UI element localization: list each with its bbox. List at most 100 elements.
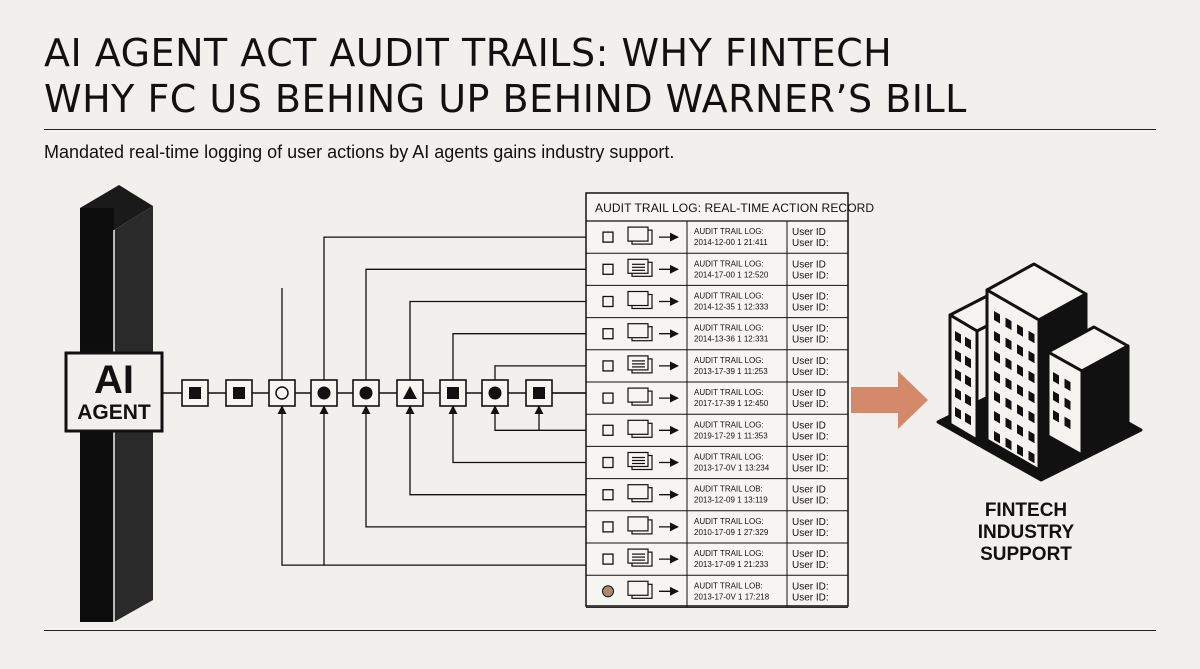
- row-user-id: User ID:: [792, 356, 829, 367]
- log-row: AUDIT TRAIL LOG: 2014-12-00 1 21:411 User …: [586, 221, 848, 254]
- row-user-id: User ID:: [792, 528, 829, 539]
- row-user-id: User ID: [792, 227, 826, 238]
- window: [1005, 317, 1012, 331]
- row-label: AUDIT TRAIL LOB:: [694, 485, 763, 494]
- checkbox-icon: [602, 231, 614, 243]
- square-icon: [533, 387, 545, 399]
- pipeline-node: [481, 379, 509, 407]
- window: [1005, 397, 1012, 411]
- title-line-2: WHY FC US BEHING UP BEHIND WARNER’S BILL: [44, 77, 967, 121]
- connector-line: [409, 296, 597, 380]
- document-stack-icon: [627, 387, 653, 406]
- row-user-id: User ID:: [792, 464, 829, 475]
- log-row: AUDIT TRAIL LOB:2013-12-09 1 13:119User …: [586, 478, 848, 512]
- window: [1017, 344, 1023, 357]
- window: [1053, 391, 1059, 404]
- row-label: AUDIT TRAIL LOG:: [694, 227, 764, 236]
- window: [994, 331, 1000, 344]
- connector-line: [490, 405, 539, 431]
- triangle-icon: [403, 386, 417, 399]
- row-user-id: User ID: [792, 388, 826, 399]
- document-stack-icon: [627, 258, 653, 277]
- window: [955, 388, 961, 401]
- ai-label: AI: [94, 358, 134, 402]
- log-row: AUDIT TRAIL LOB:2013-17-0V 1 17:218User …: [586, 575, 848, 608]
- connector-line: [365, 264, 597, 380]
- window: [1028, 350, 1035, 364]
- pipeline-node: [225, 379, 253, 407]
- window: [955, 407, 961, 420]
- document-stack-icon: [627, 419, 653, 438]
- node-box: [310, 379, 338, 407]
- window: [1017, 324, 1023, 337]
- window: [1028, 430, 1035, 444]
- window: [1064, 397, 1071, 411]
- node-box: [268, 379, 296, 407]
- row-user-id: User ID:: [792, 270, 829, 281]
- agent-label: AGENT: [77, 401, 151, 424]
- checkbox-icon: [602, 295, 614, 308]
- row-timestamp: 2013-17-39 1 11:253: [694, 367, 768, 376]
- node-box: [481, 379, 509, 407]
- connector-line: [452, 329, 597, 380]
- row-user-id: User ID: [792, 420, 826, 431]
- window: [1028, 450, 1035, 464]
- square-icon: [189, 387, 201, 399]
- row-label: AUDIT TRAIL LOG:: [694, 453, 764, 462]
- checkbox-icon: [602, 456, 614, 469]
- row-timestamp: 2014-12-00 1 21:411: [694, 238, 768, 247]
- window: [965, 355, 971, 369]
- side-line-3: SUPPORT: [980, 544, 1072, 565]
- log-row: AUDIT TRAIL LOG:2014-12-35 1 12:333User …: [586, 285, 848, 319]
- side-line-1: FINTECH: [984, 500, 1068, 521]
- log-row: AUDIT TRAIL LOG:2013-17-09 1 21:233User …: [586, 543, 848, 576]
- window: [1053, 410, 1059, 423]
- row-timestamp: 2014-17-00 1 12:520: [694, 270, 769, 279]
- checkbox-icon: [602, 392, 614, 404]
- row-timestamp: 2014-12-35 1 12:333: [694, 303, 769, 312]
- connector-line: [361, 405, 595, 528]
- bottom-divider: [44, 630, 1156, 631]
- office-building-icon: [936, 262, 1143, 482]
- side-line-2: INDUSTRY: [977, 522, 1075, 543]
- row-user-id: User ID:: [792, 581, 829, 592]
- row-label: AUDIT TRAIL LOG:: [694, 356, 764, 365]
- row-user-id: User ID:: [792, 303, 829, 314]
- row-user-id: User ID:: [792, 238, 829, 249]
- window: [965, 336, 971, 350]
- window: [1064, 416, 1071, 430]
- circle-icon: [488, 386, 502, 400]
- row-user-id: User ID:: [792, 549, 829, 560]
- building-windows: [955, 311, 1071, 464]
- window: [1028, 330, 1035, 344]
- checkbox-icon: [602, 489, 614, 501]
- log-row: AUDIT TRAIL LOG:2013-17-0V 1 13:234User …: [586, 446, 848, 480]
- fintech-support-label: FINTECH INDUSTRY SUPPORT: [966, 500, 1086, 566]
- row-user-id: User ID:: [792, 560, 829, 571]
- row-timestamp: 2017-17-39 1 12:450: [694, 399, 769, 408]
- checkbox-icon: [602, 521, 614, 533]
- pipeline-node: [439, 379, 467, 407]
- window: [1005, 337, 1012, 351]
- log-title: AUDIT TRAIL LOG: REAL-TIME ACTION RECORD: [595, 201, 874, 215]
- log-row: AUDIT TRAIL LOG:2017-17-39 1 12:450User …: [586, 382, 848, 415]
- row-label: AUDIT TRAIL LOG:: [694, 517, 764, 526]
- window: [965, 412, 971, 426]
- row-user-id: User ID:: [792, 592, 829, 603]
- log-row: AUDIT TRAIL LOG:2019-17-29 1 11:353User …: [586, 414, 848, 447]
- row-user-id: User ID: [792, 485, 826, 496]
- window: [1017, 364, 1023, 377]
- page-title: AI AGENT ACT AUDIT TRAILS: WHY FINTECH W…: [44, 30, 967, 122]
- row-user-id: User ID:: [792, 335, 829, 346]
- pipeline-node: [268, 379, 296, 407]
- window: [1017, 384, 1023, 397]
- window: [965, 374, 971, 388]
- log-connectors: [277, 232, 597, 566]
- pipeline-node: [396, 379, 424, 407]
- row-user-id: User ID:: [792, 399, 829, 410]
- window: [1005, 417, 1012, 431]
- connector-line: [277, 405, 324, 566]
- pipeline-node: [352, 379, 380, 407]
- row-label: AUDIT TRAIL LOG:: [694, 259, 764, 268]
